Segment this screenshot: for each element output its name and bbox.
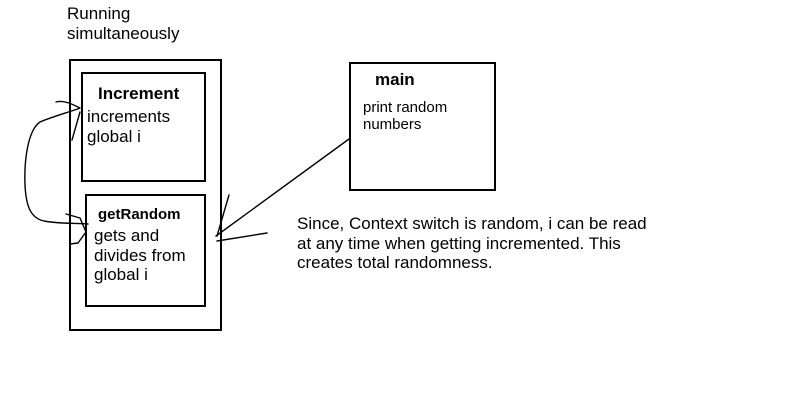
- note-text: Since, Context switch is random, i can b…: [297, 214, 647, 273]
- main-title: main: [375, 70, 415, 89]
- main-to-get-random-line: [215, 138, 350, 237]
- increment-body: increments global i: [87, 107, 171, 146]
- outer-container: [69, 59, 222, 331]
- tick-mark-lower: [216, 232, 268, 242]
- tick-mark-upper: [216, 194, 230, 237]
- loop-arrow: [24, 100, 89, 225]
- loop-arrow-head: [65, 213, 87, 245]
- caption-label: Running simultaneously: [67, 4, 180, 43]
- main-box: [349, 62, 496, 191]
- get-random-box: [85, 194, 206, 307]
- get-random-title: getRandom: [98, 206, 181, 223]
- loop-arrow-tick: [71, 111, 81, 141]
- main-body: print random numbers: [363, 99, 448, 134]
- get-random-body: gets and divides from global i: [94, 226, 186, 285]
- increment-box: [81, 72, 206, 182]
- increment-title: Increment: [98, 84, 180, 103]
